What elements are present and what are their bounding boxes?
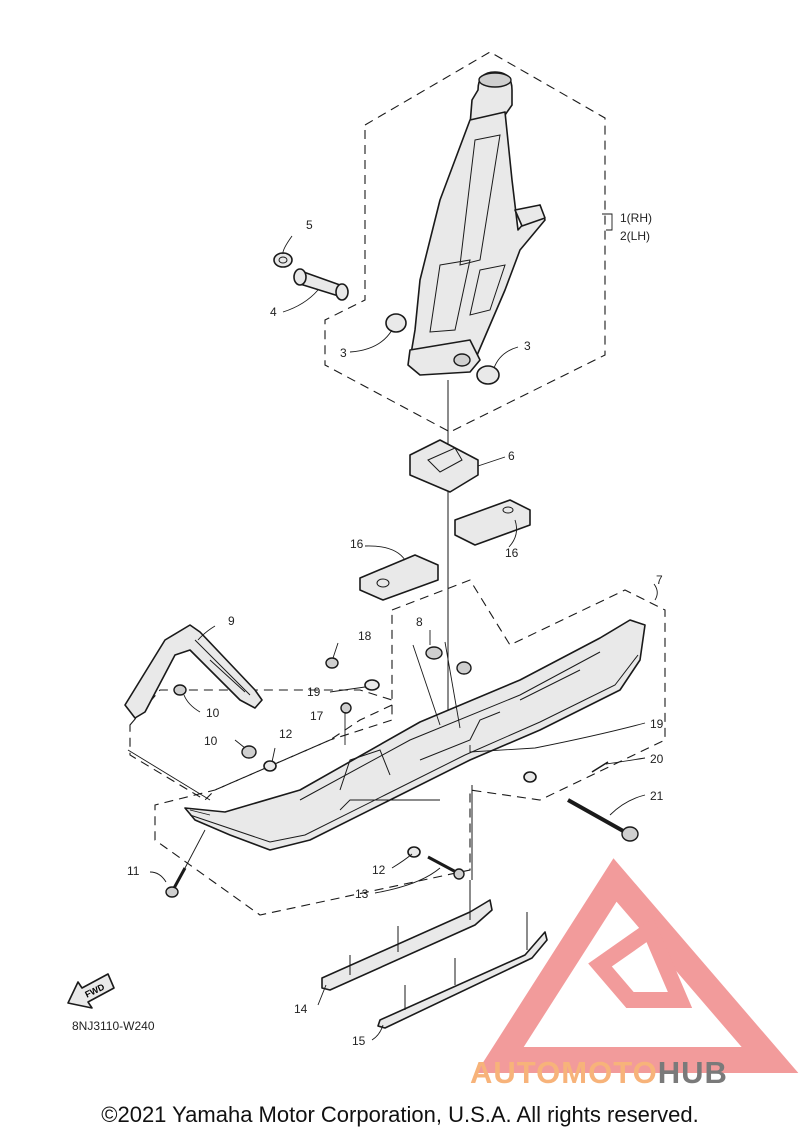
callout-1: 1(RH) xyxy=(620,211,652,225)
callout-4: 4 xyxy=(270,305,277,319)
callout-14: 14 xyxy=(294,1002,308,1016)
ski-spindle xyxy=(407,71,546,376)
nut-18 xyxy=(325,657,339,669)
bolt-11 xyxy=(165,867,187,898)
cotter-pin-20 xyxy=(591,761,609,773)
handle-group-outline xyxy=(129,689,393,801)
damper-6 xyxy=(409,439,479,493)
plug-17 xyxy=(340,702,352,714)
diagram-code: 8NJ3110-W240 xyxy=(72,1019,155,1033)
callout-7: 7 xyxy=(656,573,663,587)
callout-11: 11 xyxy=(127,864,140,878)
spindle-group-outline xyxy=(324,51,606,433)
callout-16-right: 16 xyxy=(505,546,519,560)
watermark-part1: AUTOMOTO xyxy=(470,1055,658,1090)
callout-21: 21 xyxy=(650,789,664,803)
wear-plate-16-right xyxy=(454,499,531,546)
runner-15 xyxy=(377,912,548,1029)
washer-19-bottom xyxy=(523,771,537,783)
callout-labels: 1(RH) 2(LH) 3 3 4 5 6 7 8 9 10 10 11 12 … xyxy=(72,211,664,1048)
watermark-part2: HUB xyxy=(657,1055,728,1090)
leader-lines xyxy=(127,213,658,1041)
callout-12-upper: 12 xyxy=(279,727,293,741)
bushing-3-left xyxy=(385,313,407,333)
callout-10-lower: 10 xyxy=(204,734,218,748)
nut-8-right xyxy=(456,661,472,675)
callout-6: 6 xyxy=(508,449,515,463)
wear-plate-16-left xyxy=(359,554,439,601)
collar-4 xyxy=(293,268,349,301)
washer-12-upper xyxy=(263,760,277,772)
callout-20: 20 xyxy=(650,752,664,766)
washer-19-top xyxy=(364,679,380,691)
copyright-notice: ©2021 Yamaha Motor Corporation, U.S.A. A… xyxy=(101,1102,699,1127)
callout-8: 8 xyxy=(416,615,423,629)
nut-10-lower xyxy=(241,745,257,759)
callout-16-left: 16 xyxy=(350,537,364,551)
bushing-5 xyxy=(273,252,293,268)
callout-2: 2(LH) xyxy=(620,229,650,243)
ski-group-outline xyxy=(154,579,666,916)
callout-18: 18 xyxy=(358,629,372,643)
callout-5: 5 xyxy=(306,218,313,232)
callout-19-top: 19 xyxy=(307,685,321,699)
callout-10-upper: 10 xyxy=(206,706,220,720)
callout-15: 15 xyxy=(352,1034,366,1048)
ski-handle-9 xyxy=(124,624,263,719)
automotohub-watermark: AUTOMOTOHUB xyxy=(470,1055,728,1091)
callout-17: 17 xyxy=(310,709,324,723)
ski-7 xyxy=(184,619,646,851)
runner-14 xyxy=(321,880,493,991)
callout-3-right: 3 xyxy=(524,339,531,353)
bushing-3-right xyxy=(476,365,500,385)
callout-13: 13 xyxy=(355,887,369,901)
automotohub-logo-mark xyxy=(476,858,799,1073)
callout-12-lower: 12 xyxy=(372,863,386,877)
callout-3-left: 3 xyxy=(340,346,347,360)
bolt-21 xyxy=(567,798,639,842)
bolt-13 xyxy=(427,855,465,880)
fwd-arrow-icon: FWD xyxy=(67,973,115,1009)
callout-9: 9 xyxy=(228,614,235,628)
nut-10-upper xyxy=(173,684,187,696)
nut-8-left xyxy=(425,646,443,660)
callout-19-bottom: 19 xyxy=(650,717,664,731)
